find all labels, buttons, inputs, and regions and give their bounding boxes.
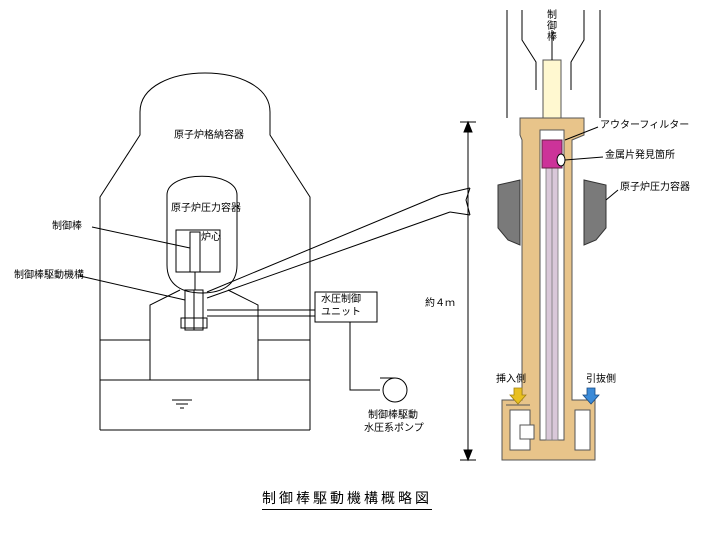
label-pump-1: 制御棒駆動: [368, 410, 418, 421]
label-pressure-vessel-left: 原子炉圧力容器: [171, 203, 241, 214]
containment-building: [99, 72, 311, 431]
pump-icon: [380, 377, 408, 403]
label-insert-side: 挿入側: [496, 374, 526, 385]
label-control-rod-top: 制御棒: [547, 10, 557, 43]
label-debris-location: 金属片発見箇所: [605, 150, 675, 161]
label-control-rod-left: 制御棒: [52, 221, 82, 232]
crd-mechanism-shape: [180, 289, 208, 331]
vessel-flange: [497, 179, 607, 246]
label-outer-filter: アウターフィルター: [600, 120, 690, 131]
diagram-caption: 制御棒駆動機構概略図: [262, 488, 432, 510]
label-containment-vessel: 原子炉格納容器: [174, 130, 244, 141]
label-pressure-vessel-right: 原子炉圧力容器: [620, 182, 690, 193]
dimension-arrow: [460, 120, 476, 462]
insert-arrow-icon: [509, 387, 527, 405]
withdraw-arrow-icon: [582, 387, 600, 405]
hydraulic-unit-box: [314, 291, 378, 323]
label-crd-mechanism: 制御棒駆動機構: [14, 270, 84, 281]
label-pump-2: 水圧系ポンプ: [364, 423, 424, 434]
pressure-vessel-shape: [166, 175, 238, 294]
label-core: 炉心: [201, 232, 221, 243]
control-rod-shape: [189, 231, 201, 273]
label-withdraw-side: 引抜側: [586, 374, 616, 385]
debris-marker: [556, 153, 566, 167]
label-approx-length: 約４ｍ: [425, 298, 455, 309]
label-hydraulic-unit-2: ユニット: [321, 307, 361, 318]
crd-housing: [501, 117, 596, 461]
label-hydraulic-unit-1: 水圧制御: [321, 294, 361, 305]
